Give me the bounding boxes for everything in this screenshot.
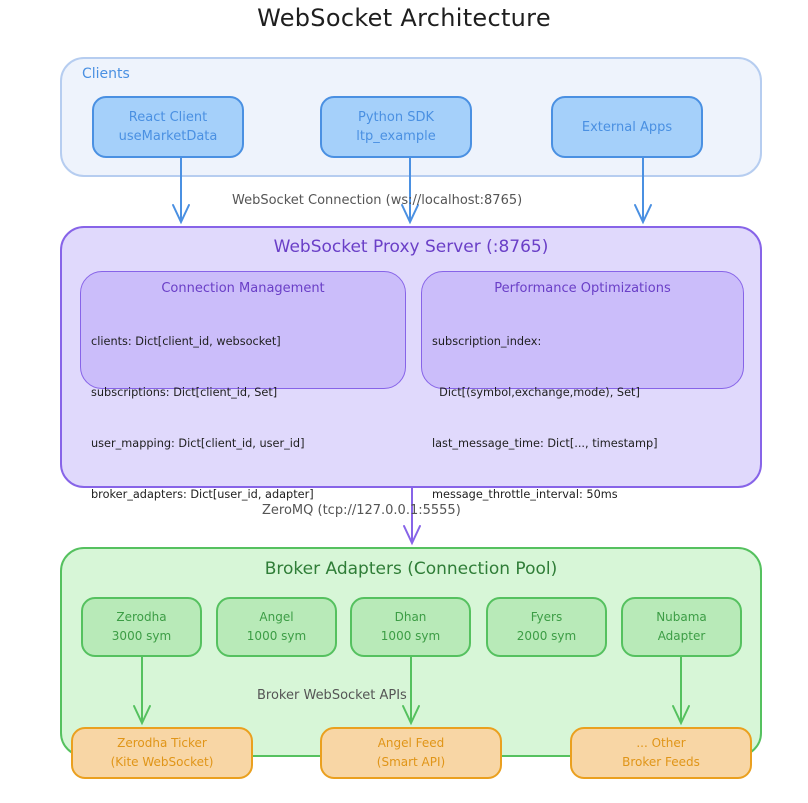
- node-line2: Broker Feeds: [622, 755, 700, 769]
- edge-label-zeromq: ZeroMQ (tcp://127.0.0.1:5555): [262, 503, 461, 518]
- field-line: user_mapping: Dict[client_id, user_id]: [91, 437, 305, 450]
- node-line2: 2000 sym: [516, 629, 577, 643]
- node-line1: Zerodha Ticker: [117, 736, 207, 750]
- broker-adapters-label: Broker Adapters (Connection Pool): [264, 559, 558, 579]
- node-line1: Dhan: [394, 610, 427, 624]
- field-line: broker_adapters: Dict[user_id, adapter]: [91, 488, 314, 501]
- node-line1: Fyers: [530, 610, 563, 624]
- broker-node-angel[interactable]: Angel 1000 sym: [216, 597, 337, 657]
- node-line1: Nubama: [656, 610, 707, 624]
- broker-node-nubama[interactable]: Nubama Adapter: [621, 597, 742, 657]
- node-line2: (Smart API): [376, 755, 446, 769]
- connection-management-box[interactable]: [80, 271, 406, 389]
- client-node-python-sdk[interactable]: Python SDK ltp_example: [320, 96, 472, 158]
- field-line: Dict[(symbol,exchange,mode), Set]: [432, 386, 640, 399]
- node-line1: External Apps: [581, 119, 673, 135]
- node-line2: (Kite WebSocket): [110, 755, 214, 769]
- node-line1: Angel Feed: [377, 736, 445, 750]
- feed-node-angel-feed[interactable]: Angel Feed (Smart API): [320, 727, 502, 779]
- client-node-react[interactable]: React Client useMarketData: [92, 96, 244, 158]
- broker-node-fyers[interactable]: Fyers 2000 sym: [486, 597, 607, 657]
- performance-optimizations-fields: subscription_index: Dict[(symbol,exchang…: [432, 299, 658, 520]
- edge-label-websocket-connection: WebSocket Connection (ws://localhost:876…: [232, 193, 523, 208]
- node-line2: 1000 sym: [380, 629, 441, 643]
- node-line2: 3000 sym: [111, 629, 172, 643]
- performance-optimizations-box[interactable]: [421, 271, 744, 389]
- feed-node-other-brokers[interactable]: ... Other Broker Feeds: [570, 727, 752, 779]
- field-line: clients: Dict[client_id, websocket]: [91, 335, 281, 348]
- diagram-title: WebSocket Architecture: [257, 4, 551, 32]
- node-line2: useMarketData: [118, 129, 218, 144]
- node-line1: Zerodha: [116, 610, 167, 624]
- node-line1: ... Other: [636, 736, 686, 750]
- connection-management-title: Connection Management: [161, 281, 325, 296]
- field-line: subscription_index:: [432, 335, 542, 348]
- node-line2: ltp_example: [356, 129, 436, 144]
- feed-node-zerodha-ticker[interactable]: Zerodha Ticker (Kite WebSocket): [71, 727, 253, 779]
- performance-optimizations-title: Performance Optimizations: [494, 281, 671, 296]
- broker-node-zerodha[interactable]: Zerodha 3000 sym: [81, 597, 202, 657]
- node-line2: Adapter: [657, 629, 706, 643]
- edge-label-broker-apis: Broker WebSocket APIs: [257, 688, 407, 703]
- clients-group-label: Clients: [82, 66, 130, 82]
- field-line: message_throttle_interval: 50ms: [432, 488, 618, 501]
- node-line1: Angel: [259, 610, 294, 624]
- proxy-server-label: WebSocket Proxy Server (:8765): [273, 237, 549, 257]
- client-node-external-apps[interactable]: External Apps: [551, 96, 703, 158]
- node-line2: 1000 sym: [246, 629, 307, 643]
- connection-management-fields: clients: Dict[client_id, websocket] subs…: [91, 299, 314, 520]
- node-line1: Python SDK: [358, 110, 434, 125]
- node-line1: React Client: [128, 110, 208, 125]
- field-line: subscriptions: Dict[client_id, Set]: [91, 386, 278, 399]
- field-line: last_message_time: Dict[..., timestamp]: [432, 437, 658, 450]
- broker-node-dhan[interactable]: Dhan 1000 sym: [350, 597, 471, 657]
